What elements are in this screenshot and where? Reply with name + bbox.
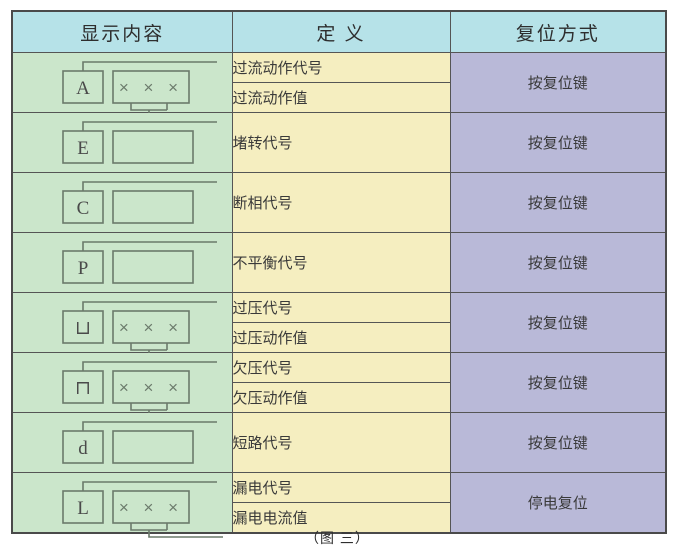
lcd-display-icon: C xyxy=(27,177,218,229)
svg-text:E: E xyxy=(77,138,89,159)
svg-text:d: d xyxy=(79,438,89,459)
lcd-display-icon: d xyxy=(27,417,218,469)
svg-text:× × ×: × × × xyxy=(119,318,183,337)
definition-cell: 过流动作值 xyxy=(231,82,451,113)
lcd-display-icon: L × × × xyxy=(27,477,224,538)
lcd-display-icon: P xyxy=(27,237,218,289)
header-display-content: 显示内容 xyxy=(11,10,233,53)
table-row: P 不平衡代号按复位键 xyxy=(11,232,667,293)
definition-cell: 欠压动作值 xyxy=(231,382,451,413)
reset-method-cell: 按复位键 xyxy=(449,352,667,413)
display-content-cell: ⊓ × × × xyxy=(11,352,233,418)
definition-cell: 断相代号 xyxy=(231,172,451,233)
table-row: A × × × 过流动作代号按复位键 xyxy=(11,52,667,118)
reset-method-cell: 按复位键 xyxy=(449,52,667,113)
header-row: 显示内容 定 义 复位方式 xyxy=(11,10,667,53)
table-row: C 断相代号按复位键 xyxy=(11,172,667,233)
table-row: 过压动作值 xyxy=(12,322,666,353)
svg-text:A: A xyxy=(76,78,90,99)
reset-method-cell: 按复位键 xyxy=(449,232,667,293)
definition-cell: 漏电电流值 xyxy=(231,502,451,534)
figure-caption: （图 三） xyxy=(305,530,370,546)
svg-text:× × ×: × × × xyxy=(119,498,183,517)
definition-cell: 堵转代号 xyxy=(231,112,451,173)
table-row: ⊔ × × × 过压代号按复位键 xyxy=(11,292,667,358)
display-content-cell: E xyxy=(11,112,233,173)
reset-method-cell: 按复位键 xyxy=(449,292,667,353)
table-row: 欠压动作值 xyxy=(12,382,666,413)
display-content-cell: C xyxy=(11,172,233,233)
svg-text:× × ×: × × × xyxy=(119,378,183,397)
definition-cell: 欠压代号 xyxy=(231,352,451,383)
svg-text:P: P xyxy=(78,258,89,279)
definition-cell: 不平衡代号 xyxy=(231,232,451,293)
table-row: 过流动作值 xyxy=(12,82,666,113)
reset-method-cell: 按复位键 xyxy=(449,412,667,473)
svg-text:C: C xyxy=(77,198,90,219)
svg-text:L: L xyxy=(77,498,89,519)
reset-method-cell: 按复位键 xyxy=(449,112,667,173)
table-row: E 堵转代号按复位键 xyxy=(11,112,667,173)
table-row: 漏电电流值 xyxy=(12,502,666,534)
lcd-display-icon: A × × × xyxy=(27,57,224,118)
definition-cell: 过流动作代号 xyxy=(231,52,451,83)
svg-text:⊓: ⊓ xyxy=(75,378,91,399)
lcd-display-icon: ⊔ × × × xyxy=(27,297,224,358)
svg-text:⊔: ⊔ xyxy=(75,318,91,339)
definition-cell: 过压动作值 xyxy=(231,322,451,353)
display-content-cell: P xyxy=(11,232,233,293)
display-content-cell: A × × × xyxy=(11,52,233,118)
reset-method-cell: 按复位键 xyxy=(449,172,667,233)
header-reset-method: 复位方式 xyxy=(449,10,667,53)
definition-cell: 过压代号 xyxy=(231,292,451,323)
table-row: ⊓ × × × 欠压代号按复位键 xyxy=(11,352,667,418)
display-content-cell: ⊔ × × × xyxy=(11,292,233,358)
table-row: L × × × 漏电代号停电复位 xyxy=(11,472,667,538)
header-definition: 定 义 xyxy=(231,10,451,53)
svg-text:× × ×: × × × xyxy=(119,78,183,97)
table-row: d 短路代号按复位键 xyxy=(11,412,667,473)
table-header: 显示内容 定 义 复位方式 xyxy=(11,10,667,53)
display-content-cell: L × × × xyxy=(11,472,233,538)
lcd-display-icon: ⊓ × × × xyxy=(27,357,224,418)
reset-method-cell: 停电复位 xyxy=(449,472,667,534)
display-content-cell: d xyxy=(11,412,233,473)
lcd-display-icon: E xyxy=(27,117,218,169)
definition-cell: 短路代号 xyxy=(231,412,451,473)
definition-cell: 漏电代号 xyxy=(231,472,451,503)
